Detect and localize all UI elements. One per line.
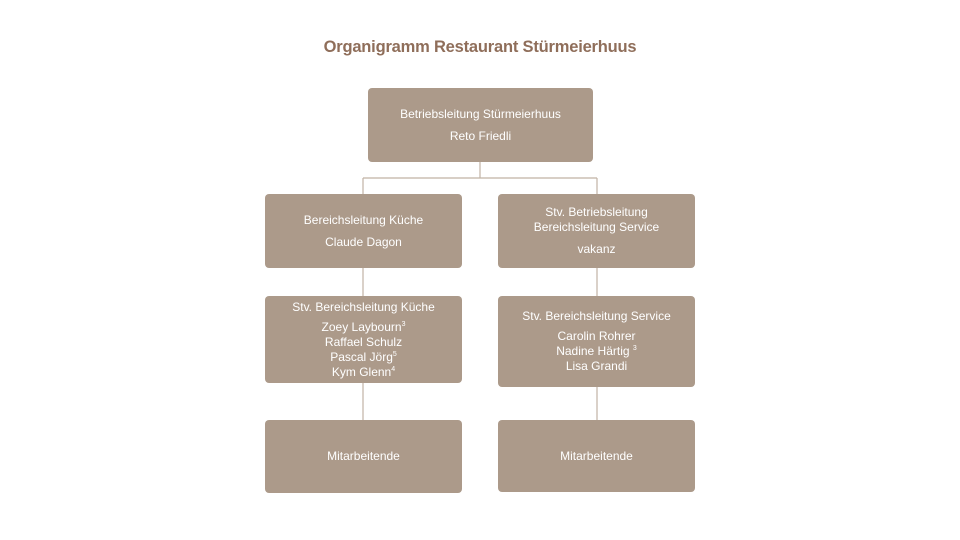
kitchen-staff-label: Mitarbeitende [327,449,400,463]
box-service-head: Stv. Betriebsleitung Bereichsleitung Ser… [498,194,695,268]
kitchen-member: Kym Glenn4 [331,364,396,379]
kitchen-member: Pascal Jörg5 [330,349,397,364]
service-deputy-role: Stv. Bereichsleitung Service [522,309,671,323]
kitchen-member: Raffael Schulz [324,334,403,349]
box-management: Betriebsleitung Stürmeierhuus Reto Fried… [368,88,593,162]
box-kitchen-deputy: Stv. Bereichsleitung Küche Zoey Laybourn… [265,296,462,383]
service-member: Lisa Grandi [565,359,628,373]
service-member: Nadine Härtig 3 [556,344,637,358]
box-service-deputy: Stv. Bereichsleitung Service Carolin Roh… [498,296,695,387]
management-name: Reto Friedli [449,128,512,143]
kitchen-member: Zoey Laybourn3 [321,319,406,334]
box-kitchen-head: Bereichsleitung Küche Claude Dagon [265,194,462,268]
kitchen-head-name: Claude Dagon [325,234,402,249]
service-member: Carolin Rohrer [557,329,636,343]
box-service-staff: Mitarbeitende [498,420,695,492]
management-role: Betriebsleitung Stürmeierhuus [400,106,561,121]
kitchen-head-role: Bereichsleitung Küche [303,212,424,227]
service-head-role-line1: Stv. Betriebsleitung [545,205,648,219]
service-staff-label: Mitarbeitende [560,448,633,463]
kitchen-deputy-role: Stv. Bereichsleitung Küche [292,299,435,314]
service-head-name: vakanz [577,242,616,256]
box-kitchen-staff: Mitarbeitende [265,420,462,493]
service-head-role-line2: Bereichsleitung Service [533,220,660,234]
chart-title: Organigramm Restaurant Stürmeierhuus [323,38,637,56]
